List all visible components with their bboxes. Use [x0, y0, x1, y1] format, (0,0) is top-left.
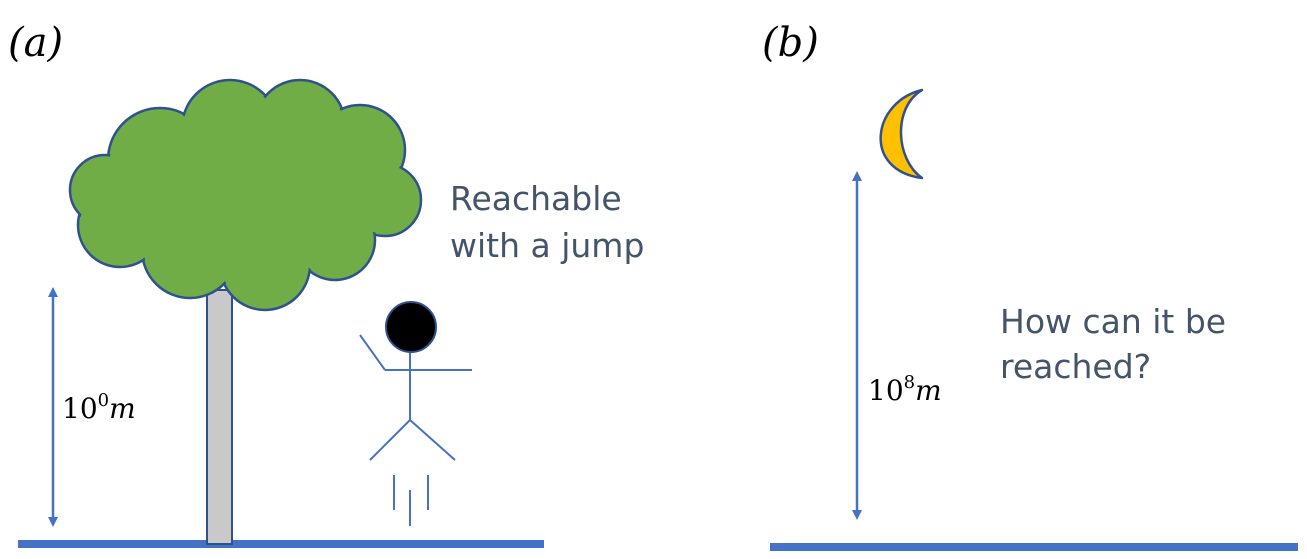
panel-b-label: (b) — [762, 20, 819, 66]
stick-figure — [359, 334, 472, 526]
height-label-a: 100m — [62, 390, 136, 425]
height-label-b: 108m — [868, 372, 942, 407]
caption-b-line2: reached? — [1000, 347, 1151, 386]
tree-trunk — [206, 289, 233, 545]
panel-a: (a) — [8, 20, 644, 548]
stick-figure-head — [385, 301, 437, 353]
tree-foliage-fill — [72, 82, 419, 308]
caption-a-line2: with a jump — [450, 226, 644, 265]
caption-a-line1: Reachable — [450, 179, 622, 218]
caption-b-line1: How can it be — [1000, 302, 1226, 341]
moon-icon — [879, 88, 924, 180]
panel-b: (b) 108m How can it be reached? — [762, 20, 1298, 551]
panel-a-label: (a) — [8, 20, 63, 66]
